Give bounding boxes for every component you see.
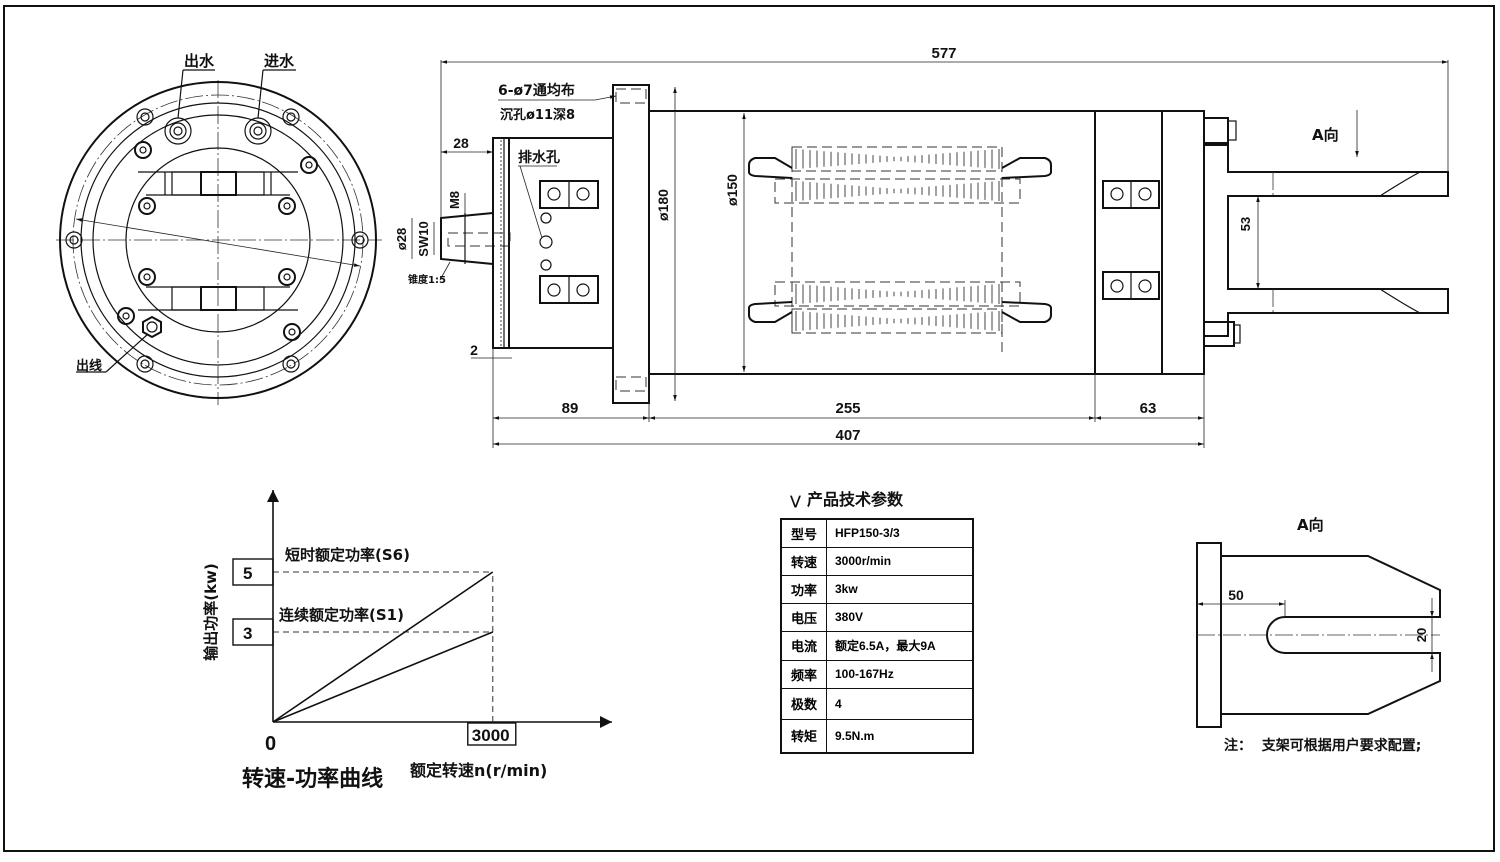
dim-shaft-length: 28 — [453, 135, 469, 151]
dim-flange-dia: ø180 — [655, 189, 671, 221]
spec-label: 极数 — [780, 687, 827, 720]
dim-wrench-flat: SW10 — [416, 221, 431, 256]
dim-view-a-slot: 20 — [1414, 628, 1429, 642]
dim-overall-length: 577 — [931, 45, 956, 62]
dim-gap: 2 — [470, 342, 478, 358]
spec-label: 频率 — [780, 659, 827, 689]
spec-label: 转速 — [780, 546, 827, 576]
spec-value: 9.5N.m — [826, 718, 974, 754]
label-water-in: 进水 — [264, 52, 295, 70]
spec-label: 转矩 — [780, 718, 827, 754]
spec-value: 100-167Hz — [826, 659, 974, 689]
screw-holes — [117, 141, 318, 341]
y-tick-box — [232, 618, 274, 646]
dim-view-a-depth: 50 — [1228, 587, 1244, 603]
spec-value: 3000r/min — [826, 546, 974, 576]
spec-label: 电压 — [780, 602, 827, 632]
spec-value: 3kw — [826, 574, 974, 604]
dim-bracket-gap: 53 — [1238, 217, 1253, 231]
chart-title: 转速-功率曲线 — [242, 766, 383, 792]
spec-title: ⋁ 产品技术参数 — [780, 486, 974, 512]
spec-value: 4 — [826, 687, 974, 720]
y-axis-label: 输出功率(kw) — [202, 563, 220, 661]
sheet-border — [3, 5, 1495, 852]
y-tick-label: 3 — [243, 624, 252, 643]
spec-value: 额定6.5A，最大9A — [826, 630, 974, 661]
x-axis-label: 额定转速n(r/min) — [410, 761, 547, 780]
label-drain-hole: 排水孔 — [518, 149, 560, 166]
x-tick-box — [467, 722, 517, 746]
note-holes-line2: 沉孔ø11深8 — [500, 107, 575, 123]
speed-power-chart: 短时额定功率(S6) 连续额定功率(S1) 3 5 0 3000 额定转速n(r/min) 转… — [202, 490, 612, 792]
dim-nose-section: 89 — [562, 400, 579, 417]
dim-housing-dia: ø150 — [724, 174, 740, 206]
series-label: 连续额定功率(S1) — [279, 606, 404, 624]
chevron-double-down-icon: ⋁ — [790, 494, 801, 509]
spec-row: 电流额定6.5A，最大9A — [780, 630, 974, 661]
spec-label: 功率 — [780, 574, 827, 604]
label-view-a-arrow: A向 — [1312, 126, 1339, 144]
window-top — [138, 171, 298, 196]
note-holes-line1: 6-ø7通均布 — [498, 82, 575, 99]
y-tick-label: 5 — [243, 564, 252, 583]
series-line-s1 — [272, 631, 494, 723]
terminal-blocks — [539, 180, 1160, 304]
dim-shaft-dia: ø28 — [394, 228, 409, 250]
label-cable-out: 出线 — [76, 358, 102, 374]
label-taper: 锥度1:5 — [408, 273, 446, 286]
view-a: A向 50 20 注： 支架可根据用户要求配置; — [1196, 516, 1441, 754]
label-water-out: 出水 — [184, 52, 215, 70]
side-view: 577 89 255 63 407 28 2 ø180 ø150 ø28 SW1… — [394, 45, 1449, 448]
front-view: 出水 进水 出线 — [56, 52, 382, 405]
series-label: 短时额定功率(S6) — [285, 546, 410, 564]
view-a-note: 注： 支架可根据用户要求配置; — [1224, 737, 1421, 754]
series-line-s6 — [272, 571, 494, 723]
water-fittings — [142, 117, 272, 339]
x-tick-label: 3000 — [472, 726, 510, 745]
dim-thread: M8 — [447, 191, 462, 209]
view-a-title: A向 — [1297, 516, 1324, 534]
spec-title-text: 产品技术参数 — [806, 490, 903, 509]
dim-body-length: 407 — [835, 427, 860, 444]
spec-label: 型号 — [780, 518, 827, 548]
window-bottom — [138, 286, 298, 311]
x-tick-label: 0 — [265, 733, 276, 755]
spec-label: 电流 — [780, 630, 827, 661]
dim-rear-section: 63 — [1140, 400, 1157, 417]
dim-motor-section: 255 — [835, 400, 860, 417]
stator-windings — [748, 146, 1052, 355]
spec-value: HFP150-3/3 — [826, 518, 974, 548]
y-tick-box — [232, 558, 274, 586]
spec-value: 380V — [826, 602, 974, 632]
